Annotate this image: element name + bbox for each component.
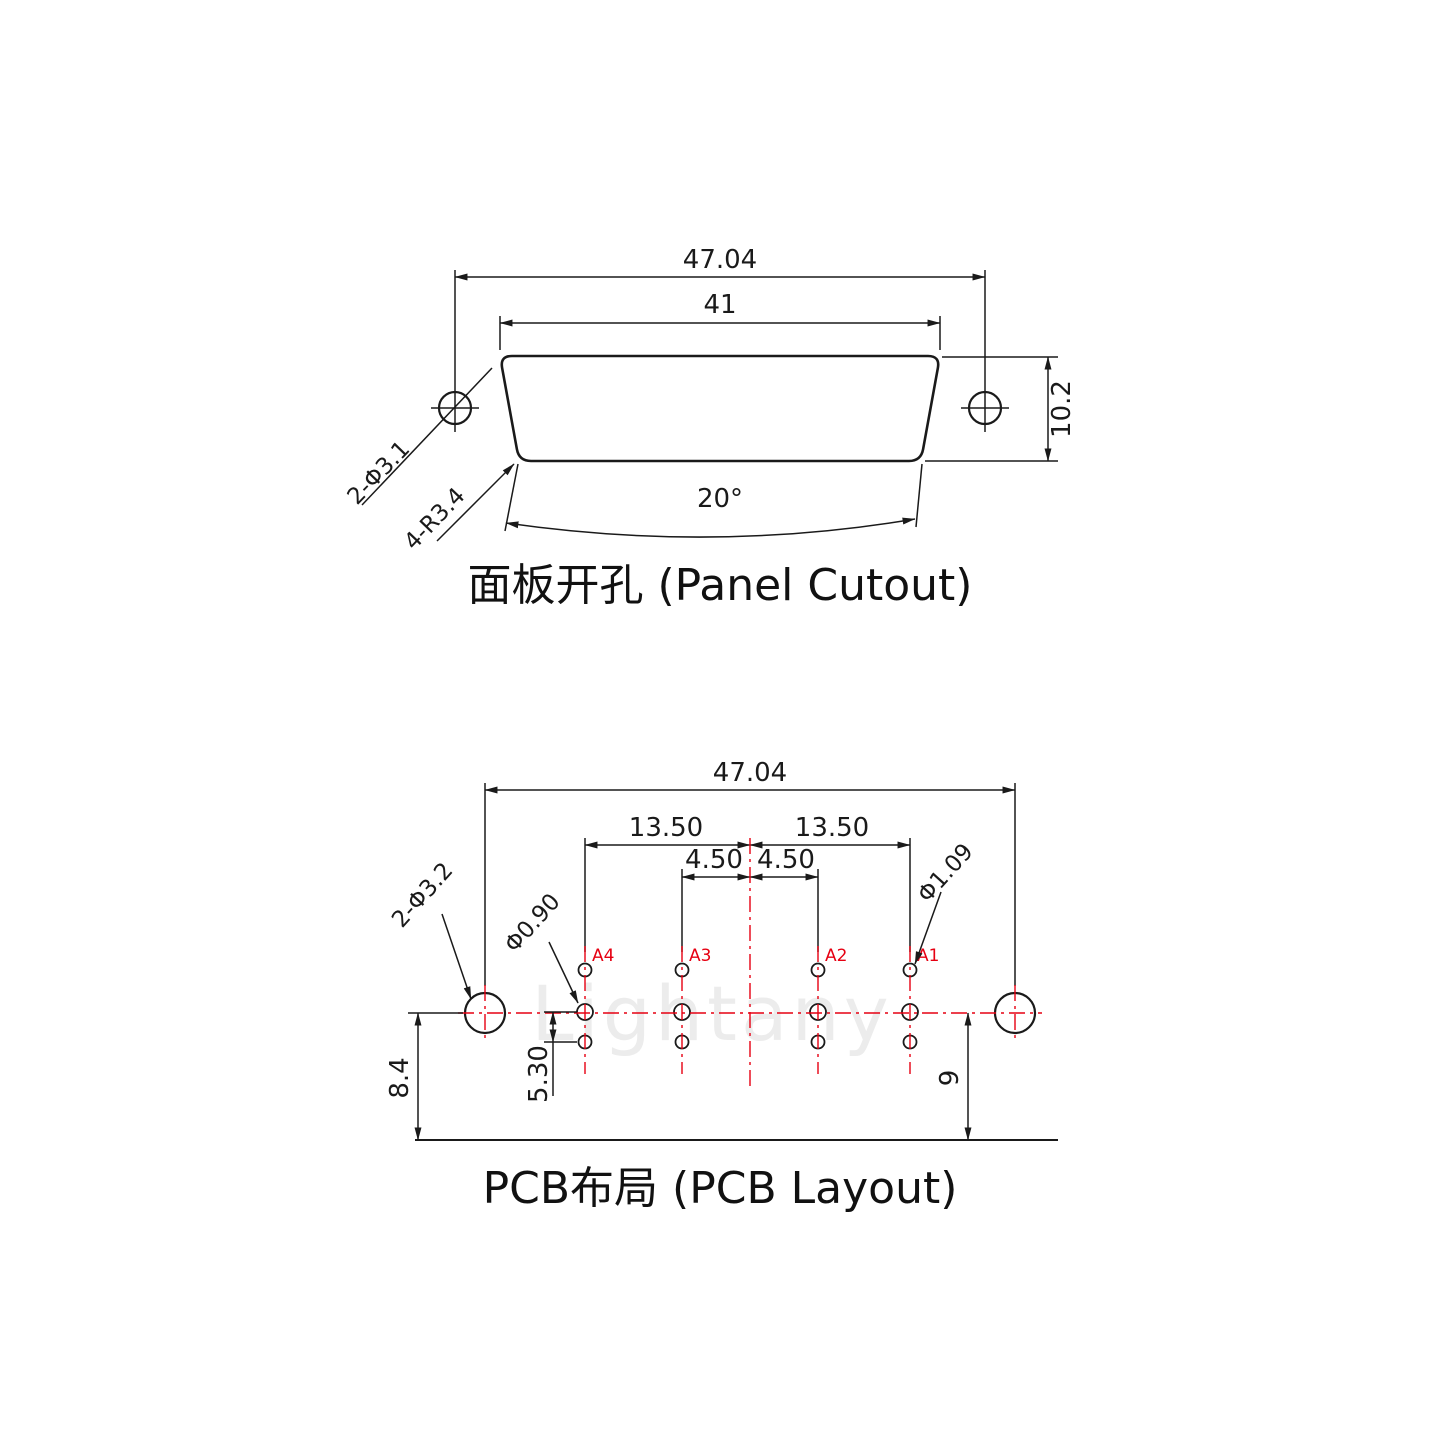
dsub-cutout-outline (500, 354, 940, 463)
dim-left-offset: 8.4 (385, 1012, 463, 1141)
dim-pcb-outer-label: 47.04 (713, 758, 787, 788)
dim-panel-angle-label: 20° (697, 484, 743, 514)
pin-label-a2: A2 (825, 946, 847, 966)
dim-mid-offset: 5.30 (524, 1011, 577, 1103)
dim-panel-outer-label: 47.04 (683, 245, 757, 275)
dim-pcb-pitch: 13.50 13.50 4.50 4.50 (584, 813, 911, 952)
dim-panel-height: 10.2 (925, 356, 1077, 462)
panel-mount-hole-left (361, 367, 493, 506)
dim-inner-left-label: 4.50 (685, 845, 743, 875)
corner-radius-callout: 4-R3.4 (399, 463, 515, 555)
pin-label-a3: A3 (689, 946, 711, 966)
pin-label-a4: A4 (592, 946, 614, 966)
dim-inner-right-label: 4.50 (757, 845, 815, 875)
dim-right-offset: 9 (935, 1012, 972, 1141)
dim-pitch-right-label: 13.50 (795, 813, 869, 843)
dim-pitch-left-label: 13.50 (629, 813, 703, 843)
small-hole-callout-label: Φ0.90 (500, 889, 566, 958)
panel-mount-hole-right (961, 384, 1009, 432)
panel-cutout-title: 面板开孔 (Panel Cutout) (468, 560, 973, 611)
dim-panel-angle: 20° (504, 463, 923, 538)
dim-left-offset-label: 8.4 (385, 1057, 415, 1098)
pin-hole-callout-label: Φ1.09 (913, 839, 979, 908)
panel-holes-callout: 2-Φ3.1 (343, 436, 416, 510)
dim-panel-inner: 41 (499, 290, 941, 350)
pcb-layout-title: PCB布局 (PCB Layout) (483, 1163, 958, 1214)
panel-cutout-view: 47.04 41 10.2 2-Φ3.1 (343, 245, 1077, 611)
dim-panel-outer: 47.04 (454, 245, 986, 384)
pin-label-a1: A1 (917, 946, 939, 966)
dim-pcb-outer: 47.04 (484, 758, 1016, 986)
mount-hole-callout-label: 2-Φ3.2 (387, 858, 458, 933)
dim-panel-inner-label: 41 (703, 290, 736, 320)
dim-mid-offset-label: 5.30 (524, 1045, 554, 1103)
dim-right-offset-label: 9 (935, 1070, 965, 1087)
dim-panel-height-label: 10.2 (1047, 380, 1077, 438)
mount-hole-callout: 2-Φ3.2 (387, 858, 472, 1000)
